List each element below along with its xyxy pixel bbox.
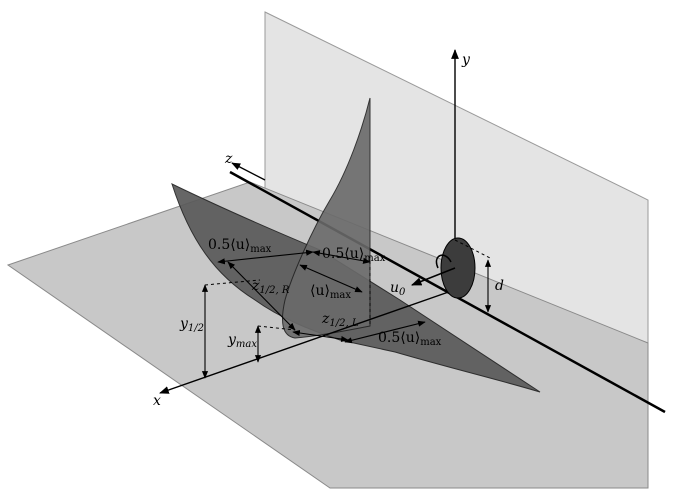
y-half-label: y1/2 (179, 316, 204, 334)
z-half-R-arrow (227, 261, 296, 331)
z-axis-label: z (224, 151, 233, 167)
z-half-R-label: z1/2, R (251, 278, 290, 296)
u-max-label: ⟨u⟩max (310, 283, 351, 301)
d-top-dash (454, 239, 491, 259)
jet-swirl-icon (435, 254, 452, 269)
half-max-right-top-label: 0.5⟨u⟩max (322, 246, 386, 264)
half-max-bottom-arrow (344, 320, 426, 344)
u0-label: u0 (390, 280, 406, 298)
u0-arrow (411, 267, 456, 286)
u-max-arrow (299, 264, 363, 293)
jet-disk (440, 237, 476, 299)
half-max-left-label: 0.5⟨u⟩max (208, 237, 272, 255)
y-max-label: ymax (227, 332, 257, 350)
d-label: d (495, 278, 504, 294)
half-max-left-arrow (217, 249, 314, 265)
z-half-L-arrow (292, 329, 349, 343)
z-axis (231, 162, 266, 181)
half-max-bottom-label: 0.5⟨u⟩max (378, 330, 442, 348)
x-axis-label: x (153, 393, 161, 409)
half-max-top-arrow (312, 250, 371, 264)
z-half-L-label: z1/2, L (321, 311, 359, 329)
y-axis-label: y (461, 52, 471, 68)
